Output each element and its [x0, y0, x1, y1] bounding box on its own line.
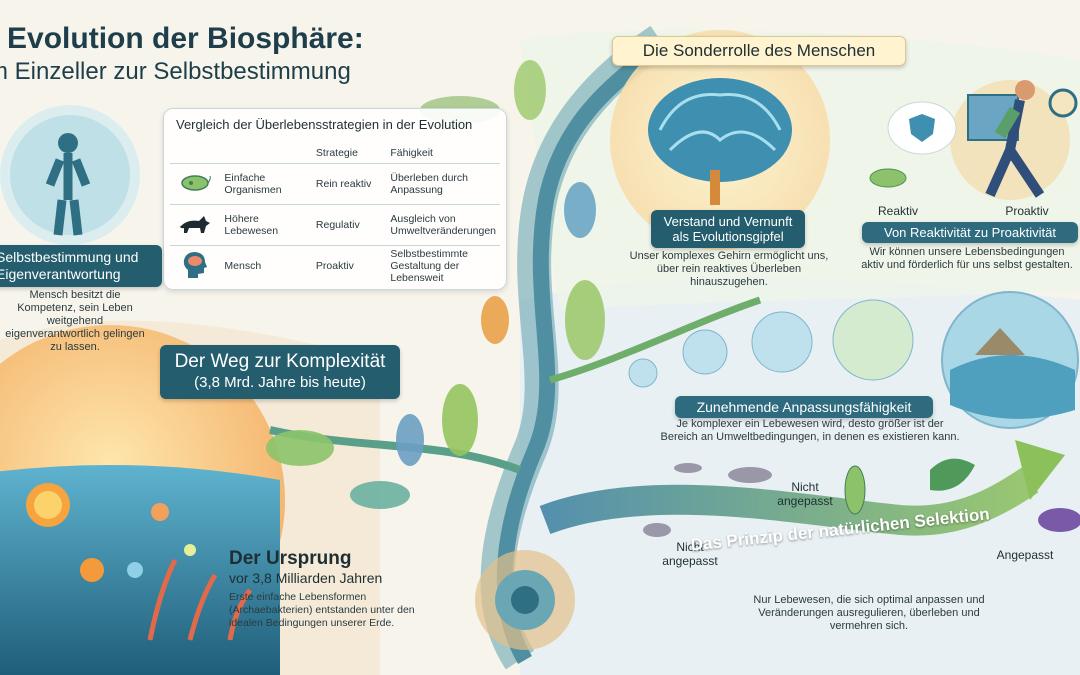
- origin-title: Der Ursprung: [229, 548, 352, 569]
- table-header-icon: [170, 143, 220, 164]
- reactive-label: Reaktiv: [877, 204, 918, 218]
- self-determination-sphere: [0, 105, 140, 245]
- proactive-label: Proaktiv: [1005, 204, 1049, 218]
- human-head-brain-icon: [170, 245, 221, 286]
- self-determination-text: Mensch besitzt die Kompetenz, sein Leben…: [5, 289, 145, 353]
- table-header-ability: Fähigkeit: [390, 147, 433, 159]
- reason-title: Verstand und Vernunft als Evolutionsgipf…: [663, 214, 793, 244]
- row-name: Mensch: [220, 245, 312, 286]
- table-header-row: Strategie Fähigkeit: [170, 143, 500, 164]
- adaptability-bubbles: [628, 291, 1079, 429]
- table-header-strategy: Strategie: [315, 147, 358, 159]
- table-row: Höhere Lebewesen Regulativ Ausgleich von…: [170, 204, 500, 246]
- row-strategy: Proaktiv: [311, 245, 387, 286]
- proactivity-banner: Von Reaktivität zu Proaktivität: [862, 222, 1078, 243]
- row-ability: Selbstbestimmte Gestaltung der Lebenswei…: [386, 245, 500, 286]
- selection-arrow: [539, 440, 1080, 537]
- row-name: Höhere Lebewesen: [220, 204, 312, 246]
- human-role-banner: Die Sonderrolle des Menschen: [612, 36, 906, 66]
- table-row: Mensch Proaktiv Selbstbestimmte Gestaltu…: [170, 245, 500, 286]
- row-name: Einfache Organismen: [220, 163, 312, 205]
- origin-sphere: [0, 325, 285, 675]
- human-role-title: Die Sonderrolle des Menschen: [642, 41, 876, 60]
- row-ability: Überleben durch Anpassung: [386, 163, 500, 205]
- page-title: e Evolution der Biosphäre:: [0, 22, 364, 55]
- proactivity-title: Von Reaktivität zu Proaktivität: [884, 225, 1056, 240]
- row-strategy: Regulativ: [311, 204, 387, 246]
- comparison-table-card: Vergleich der Überlebensstrategien in de…: [163, 108, 507, 290]
- table-row: Einfache Organismen Rein reaktiv Überleb…: [170, 163, 500, 205]
- reason-banner: Verstand und Vernunft als Evolutionsgipf…: [651, 210, 805, 248]
- adaptability-banner: Zunehmende Anpassungsfähigkeit: [675, 396, 933, 418]
- comparison-table: Strategie Fähigkeit Einfache Organismen …: [170, 143, 500, 286]
- self-determination-banner: Selbstbestimmung und Eigenverantwortung: [0, 245, 162, 287]
- table-header-name: [220, 143, 312, 164]
- not-adapted-label-1: Nicht angepasst: [777, 480, 833, 508]
- origin-subtitle: vor 3,8 Milliarden Jahren: [229, 570, 383, 586]
- adaptability-text: Je komplexer ein Lebewesen wird, desto g…: [660, 418, 960, 443]
- page-subtitle: m Einzeller zur Selbstbestimmung: [0, 58, 351, 85]
- reason-text: Unser komplexes Gehirn ermöglicht uns, ü…: [629, 250, 829, 288]
- adapted-label: Angepasst: [996, 548, 1054, 562]
- origin-text: Erste einfache Lebensformen (Archaebakte…: [229, 591, 415, 629]
- complexity-subtitle: (3,8 Mrd. Jahre bis heute): [194, 374, 366, 391]
- comparison-table-heading: Vergleich der Überlebensstrategien in de…: [176, 117, 473, 132]
- complexity-title: Der Weg zur Komplexität: [174, 351, 386, 372]
- complexity-banner: Der Weg zur Komplexität (3,8 Mrd. Jahre …: [160, 345, 400, 399]
- brain-illustration: [610, 30, 830, 250]
- bacterium-icon: [170, 163, 221, 205]
- proactive-figure: [869, 80, 1078, 200]
- wildcat-icon: [170, 204, 221, 246]
- not-adapted-label-2: Nicht angepasst: [662, 540, 718, 568]
- adaptability-title: Zunehmende Anpassungsfähigkeit: [696, 399, 912, 415]
- self-determination-title: Selbstbestimmung und Eigenverantwortung: [0, 249, 139, 282]
- selection-text: Nur Lebewesen, die sich optimal anpassen…: [753, 594, 985, 632]
- row-strategy: Rein reaktiv: [311, 163, 387, 205]
- row-ability: Ausgleich von Umweltveränderungen: [386, 204, 500, 246]
- proactivity-text: Wir können unsere Lebensbedingungen akti…: [861, 246, 1073, 271]
